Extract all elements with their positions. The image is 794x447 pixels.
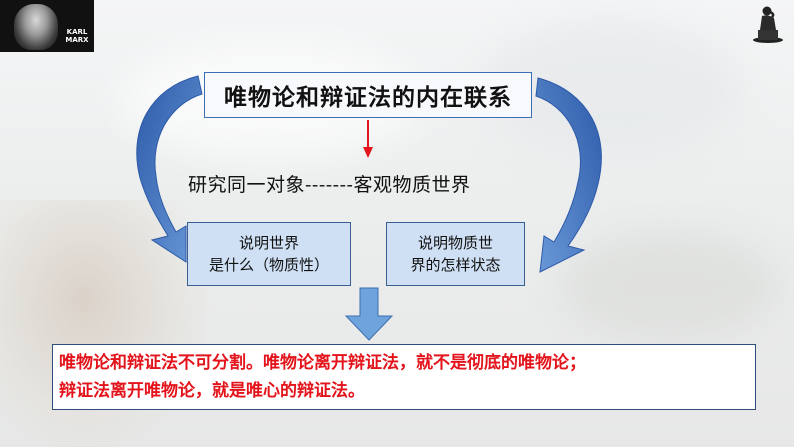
portrait-caption-line1: KARL	[66, 28, 88, 36]
karl-marx-portrait: KARL MARX	[0, 0, 94, 52]
diagram-title: 唯物论和辩证法的内在联系	[224, 84, 512, 111]
left-box-line2: 是什么（物质性）	[208, 256, 329, 274]
conclusion-box: 唯物论和辩证法不可分割。唯物论离开辩证法，就不是彻底的唯物论； 辩证法离开唯物论…	[52, 344, 756, 410]
portrait-face	[14, 4, 58, 50]
title-box: 唯物论和辩证法的内在联系	[204, 72, 532, 118]
thinker-statue-icon	[753, 6, 783, 43]
right-box-line1: 说明物质世	[417, 234, 493, 252]
left-box-line1: 说明世界	[238, 234, 299, 252]
conclusion-line2: 辩证法离开唯物论，就是唯心的辩证法。	[59, 381, 365, 401]
conclusion-line1: 唯物论和辩证法不可分割。唯物论离开辩证法，就不是彻底的唯物论；	[59, 353, 586, 373]
right-box-state: 说明物质世 界的怎样状态	[386, 222, 525, 286]
right-box-line2: 界的怎样状态	[410, 256, 501, 274]
portrait-caption-line2: MARX	[65, 36, 89, 44]
portrait-caption: KARL MARX	[62, 28, 92, 44]
left-box-materiality: 说明世界 是什么（物质性）	[187, 222, 351, 286]
research-object-text: 研究同一对象-------客观物质世界	[188, 174, 471, 196]
